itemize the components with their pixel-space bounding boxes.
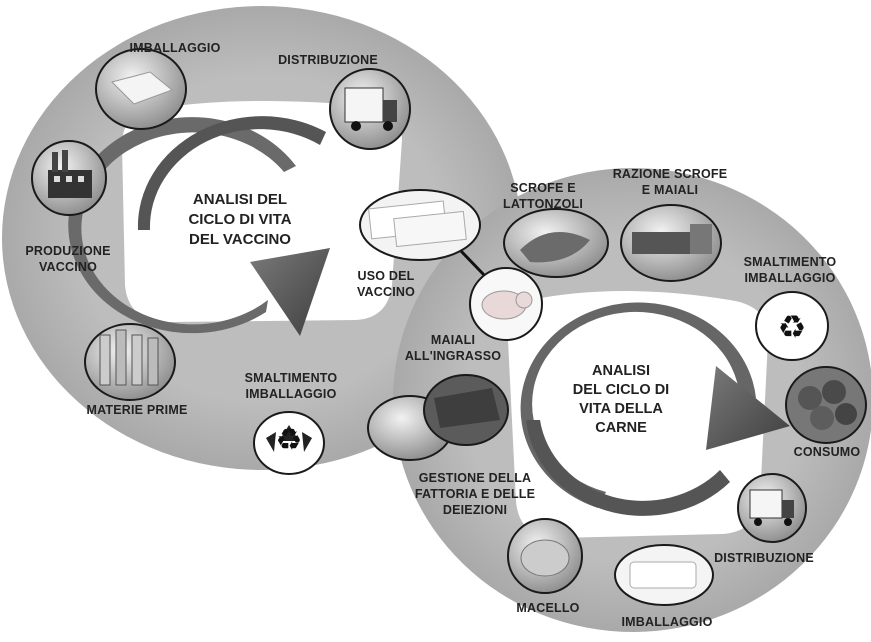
label-gestione: GESTIONE DELLA FATTORIA E DELLE DEIEZION…: [414, 471, 536, 517]
node-maiali: [469, 267, 543, 341]
svg-text:♻: ♻: [778, 308, 807, 346]
node-imballaggio-vaccino: [95, 48, 187, 130]
label-distribuzione-carne: DISTRIBUZIONE: [714, 551, 814, 565]
node-macello: [507, 518, 583, 594]
label-scrofe: SCROFE E LATTONZOLI: [503, 181, 583, 211]
meat-cycle-arrow: [520, 302, 790, 516]
vaccine-cycle-arrow: [68, 116, 330, 336]
node-consumo: [785, 366, 867, 444]
label-imballaggio-vaccino: IMBALLAGGIO: [129, 41, 221, 55]
node-distribuzione-vaccino: [329, 68, 411, 150]
label-macello: MACELLO: [516, 601, 580, 615]
label-smaltimento-vaccino: SMALTIMENTO IMBALLAGGIO: [244, 371, 338, 401]
label-materie-prime: MATERIE PRIME: [86, 403, 188, 417]
label-distribuzione-vaccino: DISTRIBUZIONE: [278, 53, 378, 67]
label-uso-vaccino: USO DEL VACCINO: [356, 269, 416, 299]
meat-cycle-title: ANALISI DEL CICLO DI VITA DELLA CARNE: [572, 363, 670, 436]
vaccine-cycle-title: ANALISI DEL CICLO DI VITA DEL VACCINO: [188, 191, 292, 248]
node-smaltimento-carne: ♻: [755, 291, 829, 361]
svg-text:♻: ♻: [276, 423, 303, 458]
node-gestione: [367, 374, 509, 461]
node-materie-prime: [84, 323, 176, 401]
label-maiali: MAIALI ALL'INGRASSO: [404, 333, 502, 363]
node-razione: [620, 204, 722, 282]
node-scrofe: [503, 208, 609, 278]
label-consumo: CONSUMO: [793, 445, 861, 459]
label-smaltimento-carne: SMALTIMENTO IMBALLAGGIO: [743, 255, 837, 285]
node-uso-vaccino: [359, 189, 481, 261]
node-produzione-vaccino: [31, 140, 107, 216]
node-distribuzione-carne: [737, 473, 807, 543]
label-produzione-vaccino: PRODUZIONE VACCINO: [25, 244, 111, 274]
node-imballaggio-carne: [614, 544, 714, 606]
node-smaltimento-vaccino: ♻: [253, 411, 325, 475]
label-imballaggio-carne: IMBALLAGGIO: [621, 615, 713, 629]
label-razione: RAZIONE SCROFE E MAIALI: [612, 167, 728, 197]
